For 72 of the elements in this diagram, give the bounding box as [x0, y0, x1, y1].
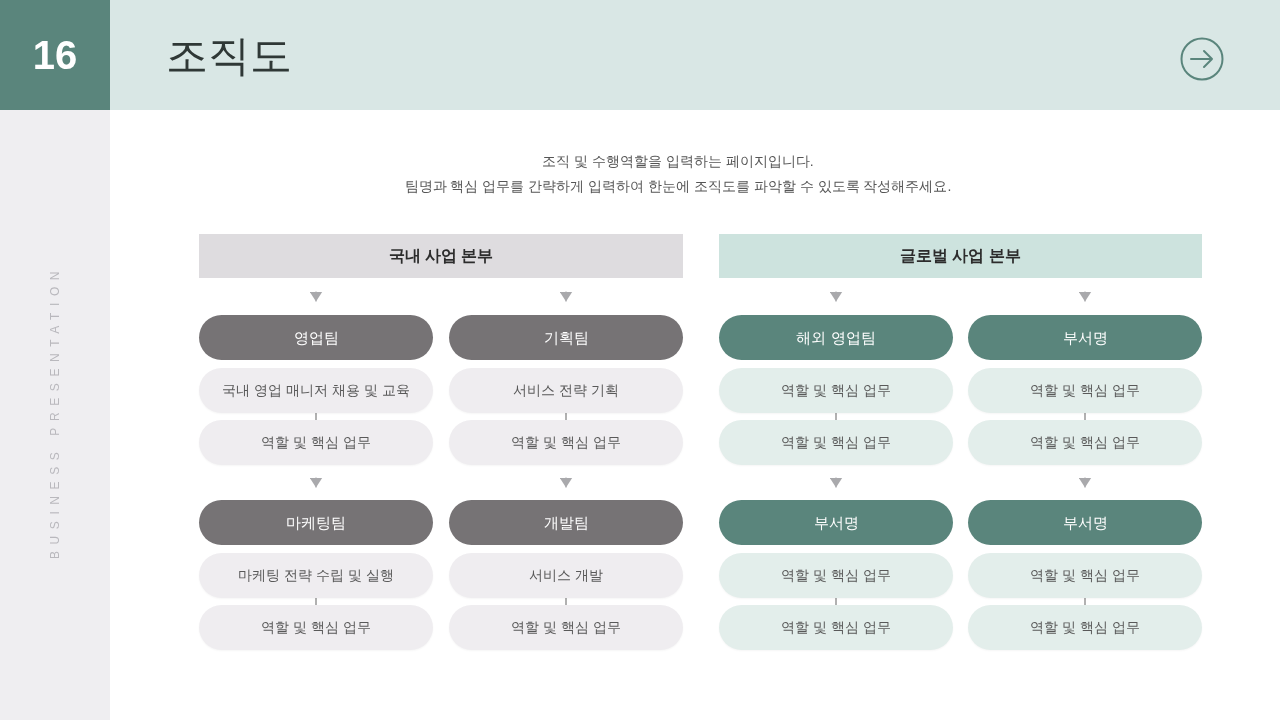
division-header: [719, 234, 1202, 278]
team-pill: [719, 500, 953, 545]
team-name: 마케팅팀: [286, 512, 346, 533]
connector-line: [835, 412, 837, 421]
duty-pill: [719, 368, 953, 413]
duty-pill: [719, 553, 953, 598]
team-name: 개발팀: [543, 512, 589, 533]
duty-pill: [449, 420, 683, 465]
duty-text: 역할 및 핵심 업무: [511, 433, 621, 452]
team-pill: [719, 315, 953, 360]
duty-text: 역할 및 핵심 업무: [781, 381, 891, 400]
flow-arrow: [309, 290, 323, 303]
duty-pill: [968, 368, 1202, 413]
team-name: 부서명: [1062, 327, 1108, 348]
team-pill: [968, 315, 1202, 360]
team-pill: [199, 315, 433, 360]
intro-text: 팀명과 핵심 업무를 간략하게 입력하여 한눈에 조직도를 파악할 수 있도록 작성해주세요.: [403, 177, 953, 196]
team-pill: [449, 315, 683, 360]
duty-text: 역할 및 핵심 업무: [1030, 618, 1140, 637]
duty-text: 역할 및 핵심 업무: [1030, 566, 1140, 585]
duty-text: 마케팅 전략 수립 및 실행: [238, 566, 394, 585]
connector-line: [565, 412, 567, 421]
team-name: 해외 영업팀: [796, 327, 876, 348]
team-name: 부서명: [813, 512, 859, 533]
duty-pill: [968, 420, 1202, 465]
intro-text: 조직 및 수행역할을 입력하는 페이지입니다.: [541, 152, 815, 171]
flow-arrow: [829, 476, 843, 489]
duty-text: 국내 영업 매니저 채용 및 교육: [222, 381, 410, 400]
team-pill: [449, 500, 683, 545]
flow-arrow: [1078, 476, 1092, 489]
page-title: 조직도: [166, 31, 292, 81]
duty-pill: [449, 605, 683, 650]
division-header: [199, 234, 683, 278]
duty-pill: [449, 553, 683, 598]
duty-pill: [199, 420, 433, 465]
connector-line: [835, 597, 837, 606]
duty-text: 서비스 전략 기획: [513, 381, 619, 400]
connector-line: [1084, 597, 1086, 606]
duty-pill: [199, 553, 433, 598]
duty-text: 역할 및 핵심 업무: [781, 618, 891, 637]
flow-arrow: [559, 476, 573, 489]
connector-line: [315, 412, 317, 421]
slide-number: 16: [0, 0, 110, 110]
duty-pill: [719, 420, 953, 465]
team-name: 기획팀: [543, 327, 589, 348]
division-name: 국내 사업 본부: [388, 245, 494, 266]
connector-line: [315, 597, 317, 606]
duty-pill: [449, 368, 683, 413]
flow-arrow: [1078, 290, 1092, 303]
duty-text: 역할 및 핵심 업무: [781, 433, 891, 452]
duty-pill: [199, 605, 433, 650]
duty-pill: [199, 368, 433, 413]
division-name: 글로벌 사업 본부: [900, 245, 1021, 266]
duty-text: 역할 및 핵심 업무: [511, 618, 621, 637]
duty-text: 역할 및 핵심 업무: [781, 566, 891, 585]
flow-arrow: [559, 290, 573, 303]
flow-arrow: [309, 476, 323, 489]
connector-line: [1084, 412, 1086, 421]
team-name: 영업팀: [293, 327, 339, 348]
team-name: 부서명: [1062, 512, 1108, 533]
duty-pill: [968, 605, 1202, 650]
duty-text: 역할 및 핵심 업무: [1030, 381, 1140, 400]
duty-text: 서비스 개발: [529, 566, 603, 585]
team-pill: [199, 500, 433, 545]
duty-text: 역할 및 핵심 업무: [261, 433, 371, 452]
team-pill: [968, 500, 1202, 545]
duty-text: 역할 및 핵심 업무: [261, 618, 371, 637]
duty-pill: [719, 605, 953, 650]
connector-line: [565, 597, 567, 606]
duty-text: 역할 및 핵심 업무: [1030, 433, 1140, 452]
duty-pill: [968, 553, 1202, 598]
flow-arrow: [829, 290, 843, 303]
